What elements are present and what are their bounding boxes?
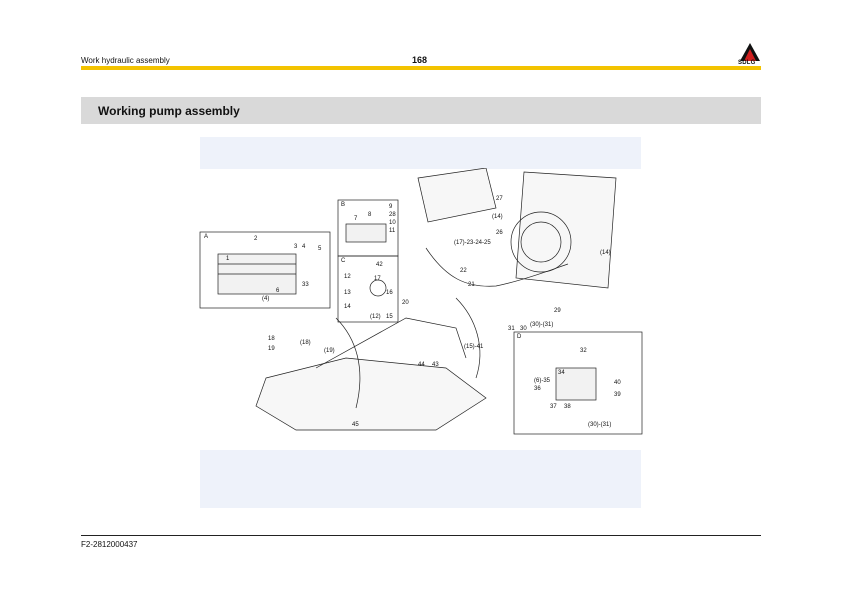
svg-text:29: 29	[554, 308, 561, 314]
svg-text:31: 31	[508, 326, 515, 332]
svg-text:20: 20	[402, 300, 409, 306]
notes-panel-bottom	[200, 450, 641, 508]
svg-text:39: 39	[614, 392, 621, 398]
svg-text:B: B	[341, 202, 345, 208]
svg-text:38: 38	[564, 404, 571, 410]
svg-text:1: 1	[226, 256, 230, 262]
svg-text:6: 6	[276, 288, 280, 294]
section-heading-bar: Working pump assembly	[81, 97, 761, 124]
svg-text:27: 27	[496, 196, 503, 202]
svg-text:21: 21	[468, 282, 475, 288]
logo-text: SDLG	[738, 60, 756, 66]
section-title: Working pump assembly	[98, 104, 240, 118]
svg-text:32: 32	[580, 348, 587, 354]
footer-divider	[81, 535, 761, 536]
svg-text:3: 3	[294, 244, 298, 250]
svg-text:9: 9	[389, 204, 393, 210]
svg-text:8: 8	[368, 212, 372, 218]
svg-text:(14): (14)	[600, 250, 611, 256]
svg-text:D: D	[517, 334, 522, 340]
svg-text:36: 36	[534, 386, 541, 392]
svg-text:A: A	[204, 234, 208, 240]
svg-text:10: 10	[389, 220, 396, 226]
svg-text:(17)-23-24-25: (17)-23-24-25	[454, 240, 491, 246]
svg-text:18: 18	[268, 336, 275, 342]
document-code: F2-2812000437	[81, 540, 138, 549]
svg-text:42: 42	[376, 262, 383, 268]
svg-text:11: 11	[389, 228, 396, 234]
svg-text:33: 33	[302, 282, 309, 288]
svg-text:(30)-(31): (30)-(31)	[530, 322, 553, 328]
svg-text:2: 2	[254, 236, 258, 242]
svg-text:28: 28	[389, 212, 396, 218]
svg-text:13: 13	[344, 290, 351, 296]
svg-text:16: 16	[386, 290, 393, 296]
page-number: 168	[412, 55, 428, 65]
svg-text:17: 17	[374, 276, 381, 282]
svg-text:C: C	[341, 258, 346, 264]
svg-text:19: 19	[268, 346, 275, 352]
svg-text:34: 34	[558, 370, 565, 376]
sdlg-logo	[740, 43, 760, 61]
svg-text:4: 4	[302, 244, 306, 250]
svg-text:(6)-35: (6)-35	[534, 378, 551, 384]
svg-text:(15)-41: (15)-41	[464, 344, 484, 350]
svg-text:22: 22	[460, 268, 467, 274]
svg-text:12: 12	[344, 274, 351, 280]
svg-text:(14): (14)	[492, 214, 503, 220]
svg-text:(18): (18)	[300, 340, 311, 346]
svg-text:37: 37	[550, 404, 557, 410]
header-accent-bar	[81, 66, 761, 70]
svg-text:14: 14	[344, 304, 351, 310]
notes-panel-top	[200, 137, 641, 169]
svg-text:43: 43	[432, 362, 439, 368]
svg-text:45: 45	[352, 422, 359, 428]
svg-text:5: 5	[318, 246, 322, 252]
svg-text:(30)-(31): (30)-(31)	[588, 422, 611, 428]
svg-text:40: 40	[614, 380, 621, 386]
svg-text:(12): (12)	[370, 314, 381, 320]
svg-text:30: 30	[520, 326, 527, 332]
page-header-title: Work hydraulic assembly	[81, 56, 170, 65]
svg-text:15: 15	[386, 314, 393, 320]
svg-text:(19): (19)	[324, 348, 335, 354]
svg-text:26: 26	[496, 230, 503, 236]
svg-text:7: 7	[354, 216, 358, 222]
svg-text:44: 44	[418, 362, 425, 368]
svg-text:(4): (4)	[262, 296, 269, 302]
